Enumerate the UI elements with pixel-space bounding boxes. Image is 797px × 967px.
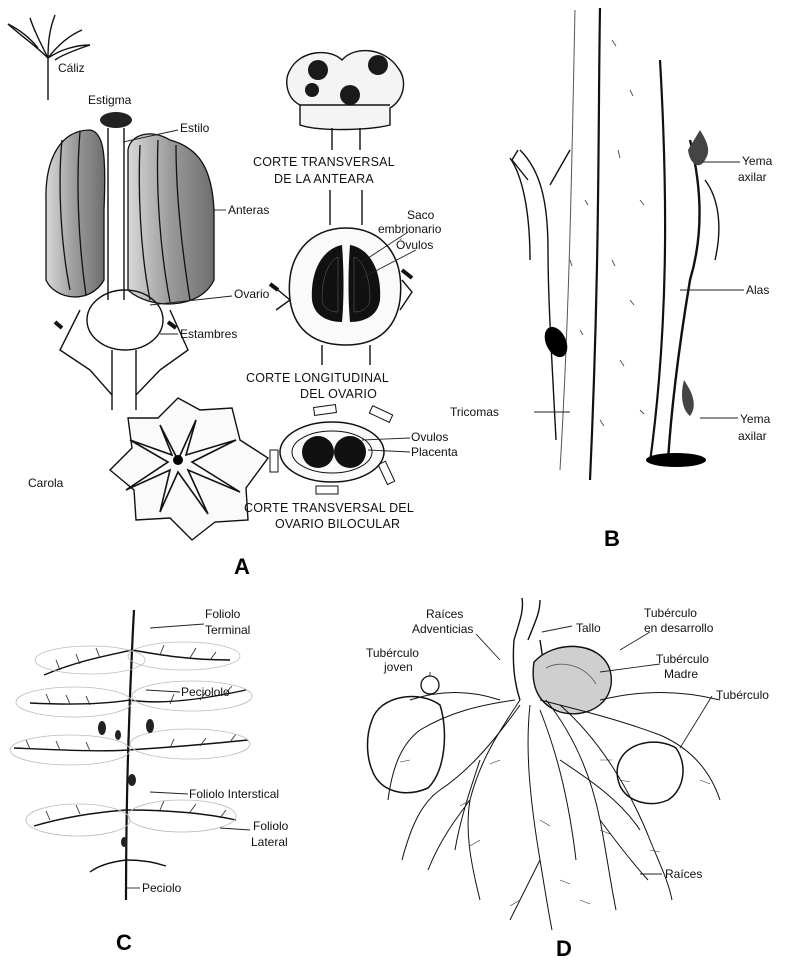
label-young-tuber-1: Tubérculo	[366, 646, 419, 660]
label-style: Estilo	[180, 121, 210, 135]
label-wings: Alas	[746, 283, 769, 297]
anther-cross-section-drawing	[287, 51, 404, 150]
label-ovules-2: Ovulos	[411, 430, 448, 444]
label-terminal-leaflet-1: Foliolo	[205, 607, 241, 621]
anthers-drawing	[46, 130, 214, 304]
label-trichomes: Tricomas	[450, 405, 499, 419]
label-calyx: Cáliz	[58, 61, 85, 75]
label-stigma: Estigma	[88, 93, 132, 107]
panel-a-flower: Cáliz Estigma Estilo Anteras Ovario Esta…	[8, 15, 458, 579]
label-roots: Raíces	[665, 867, 702, 881]
label-ovules-1: Óvulos	[396, 237, 433, 252]
panel-letter-b: B	[604, 526, 620, 551]
label-developing-tuber-1: Tubérculo	[644, 606, 697, 620]
label-axillary-bud-2-line2: axilar	[738, 429, 767, 443]
calyx-drawing	[8, 15, 90, 100]
panel-d-roots: Raíces Adventicias Tallo Tubérculo en de…	[366, 598, 769, 961]
label-lateral-leaflet-1: Foliolo	[253, 819, 289, 833]
panel-b-leader-lines	[534, 162, 744, 418]
label-embryo-sac-1: Saco	[407, 208, 435, 222]
label-axillary-bud-1-line2: axilar	[738, 170, 767, 184]
label-developing-tuber-2: en desarrollo	[644, 621, 714, 635]
label-anther-section-1: CORTE TRANSVERSAL	[253, 155, 395, 169]
corolla-drawing	[110, 398, 268, 540]
label-embryo-sac-2: embrionario	[378, 222, 442, 236]
label-ovary: Ovario	[234, 287, 270, 301]
label-stamens: Estambres	[180, 327, 237, 341]
label-adventitious-roots-1: Raíces	[426, 607, 463, 621]
label-tuber: Tubérculo	[716, 688, 769, 702]
label-placenta: Placenta	[411, 445, 458, 459]
label-anthers: Anteras	[228, 203, 269, 217]
ovary-drawing	[55, 290, 188, 410]
label-petiole: Peciolo	[142, 881, 182, 895]
label-adventitious-roots-2: Adventicias	[412, 622, 473, 636]
label-ovary-longitudinal-2: DEL OVARIO	[300, 387, 377, 401]
panel-letter-d: D	[556, 936, 572, 961]
label-axillary-bud-2-line1: Yema	[740, 412, 771, 426]
ovary-transverse-section-drawing	[270, 405, 395, 494]
panel-c-leaf: Foliolo Terminal Peciololo Foliolo Inter…	[10, 607, 289, 955]
label-ovary-transverse-2: OVARIO BILOCULAR	[275, 517, 400, 531]
label-axillary-bud-1-line1: Yema	[742, 154, 773, 168]
label-lateral-leaflet-2: Lateral	[251, 835, 288, 849]
label-interstitial-leaflet: Foliolo Interstical	[189, 787, 279, 801]
label-corolla: Carola	[28, 476, 64, 490]
label-stem: Tallo	[576, 621, 601, 635]
panel-letter-a: A	[234, 554, 250, 579]
label-mother-tuber-2: Madre	[664, 667, 698, 681]
stem-drawing	[510, 8, 719, 480]
panel-letter-c: C	[116, 930, 132, 955]
ovary-longitudinal-section-drawing	[270, 190, 412, 365]
label-ovary-longitudinal-1: CORTE LONGITUDINAL	[246, 371, 389, 385]
label-young-tuber-2: joven	[383, 660, 413, 674]
label-terminal-leaflet-2: Terminal	[205, 623, 250, 637]
compound-leaf-drawing	[10, 610, 252, 900]
label-anther-section-2: DE LA ANTEARA	[274, 172, 374, 186]
label-ovary-transverse-1: CORTE TRANSVERSAL DEL	[244, 501, 414, 515]
label-mother-tuber-1: Tubérculo	[656, 652, 709, 666]
panel-b-stem: Yema axilar Alas Tricomas Yema axilar B	[450, 8, 773, 551]
label-petiolule: Peciololo	[181, 685, 230, 699]
